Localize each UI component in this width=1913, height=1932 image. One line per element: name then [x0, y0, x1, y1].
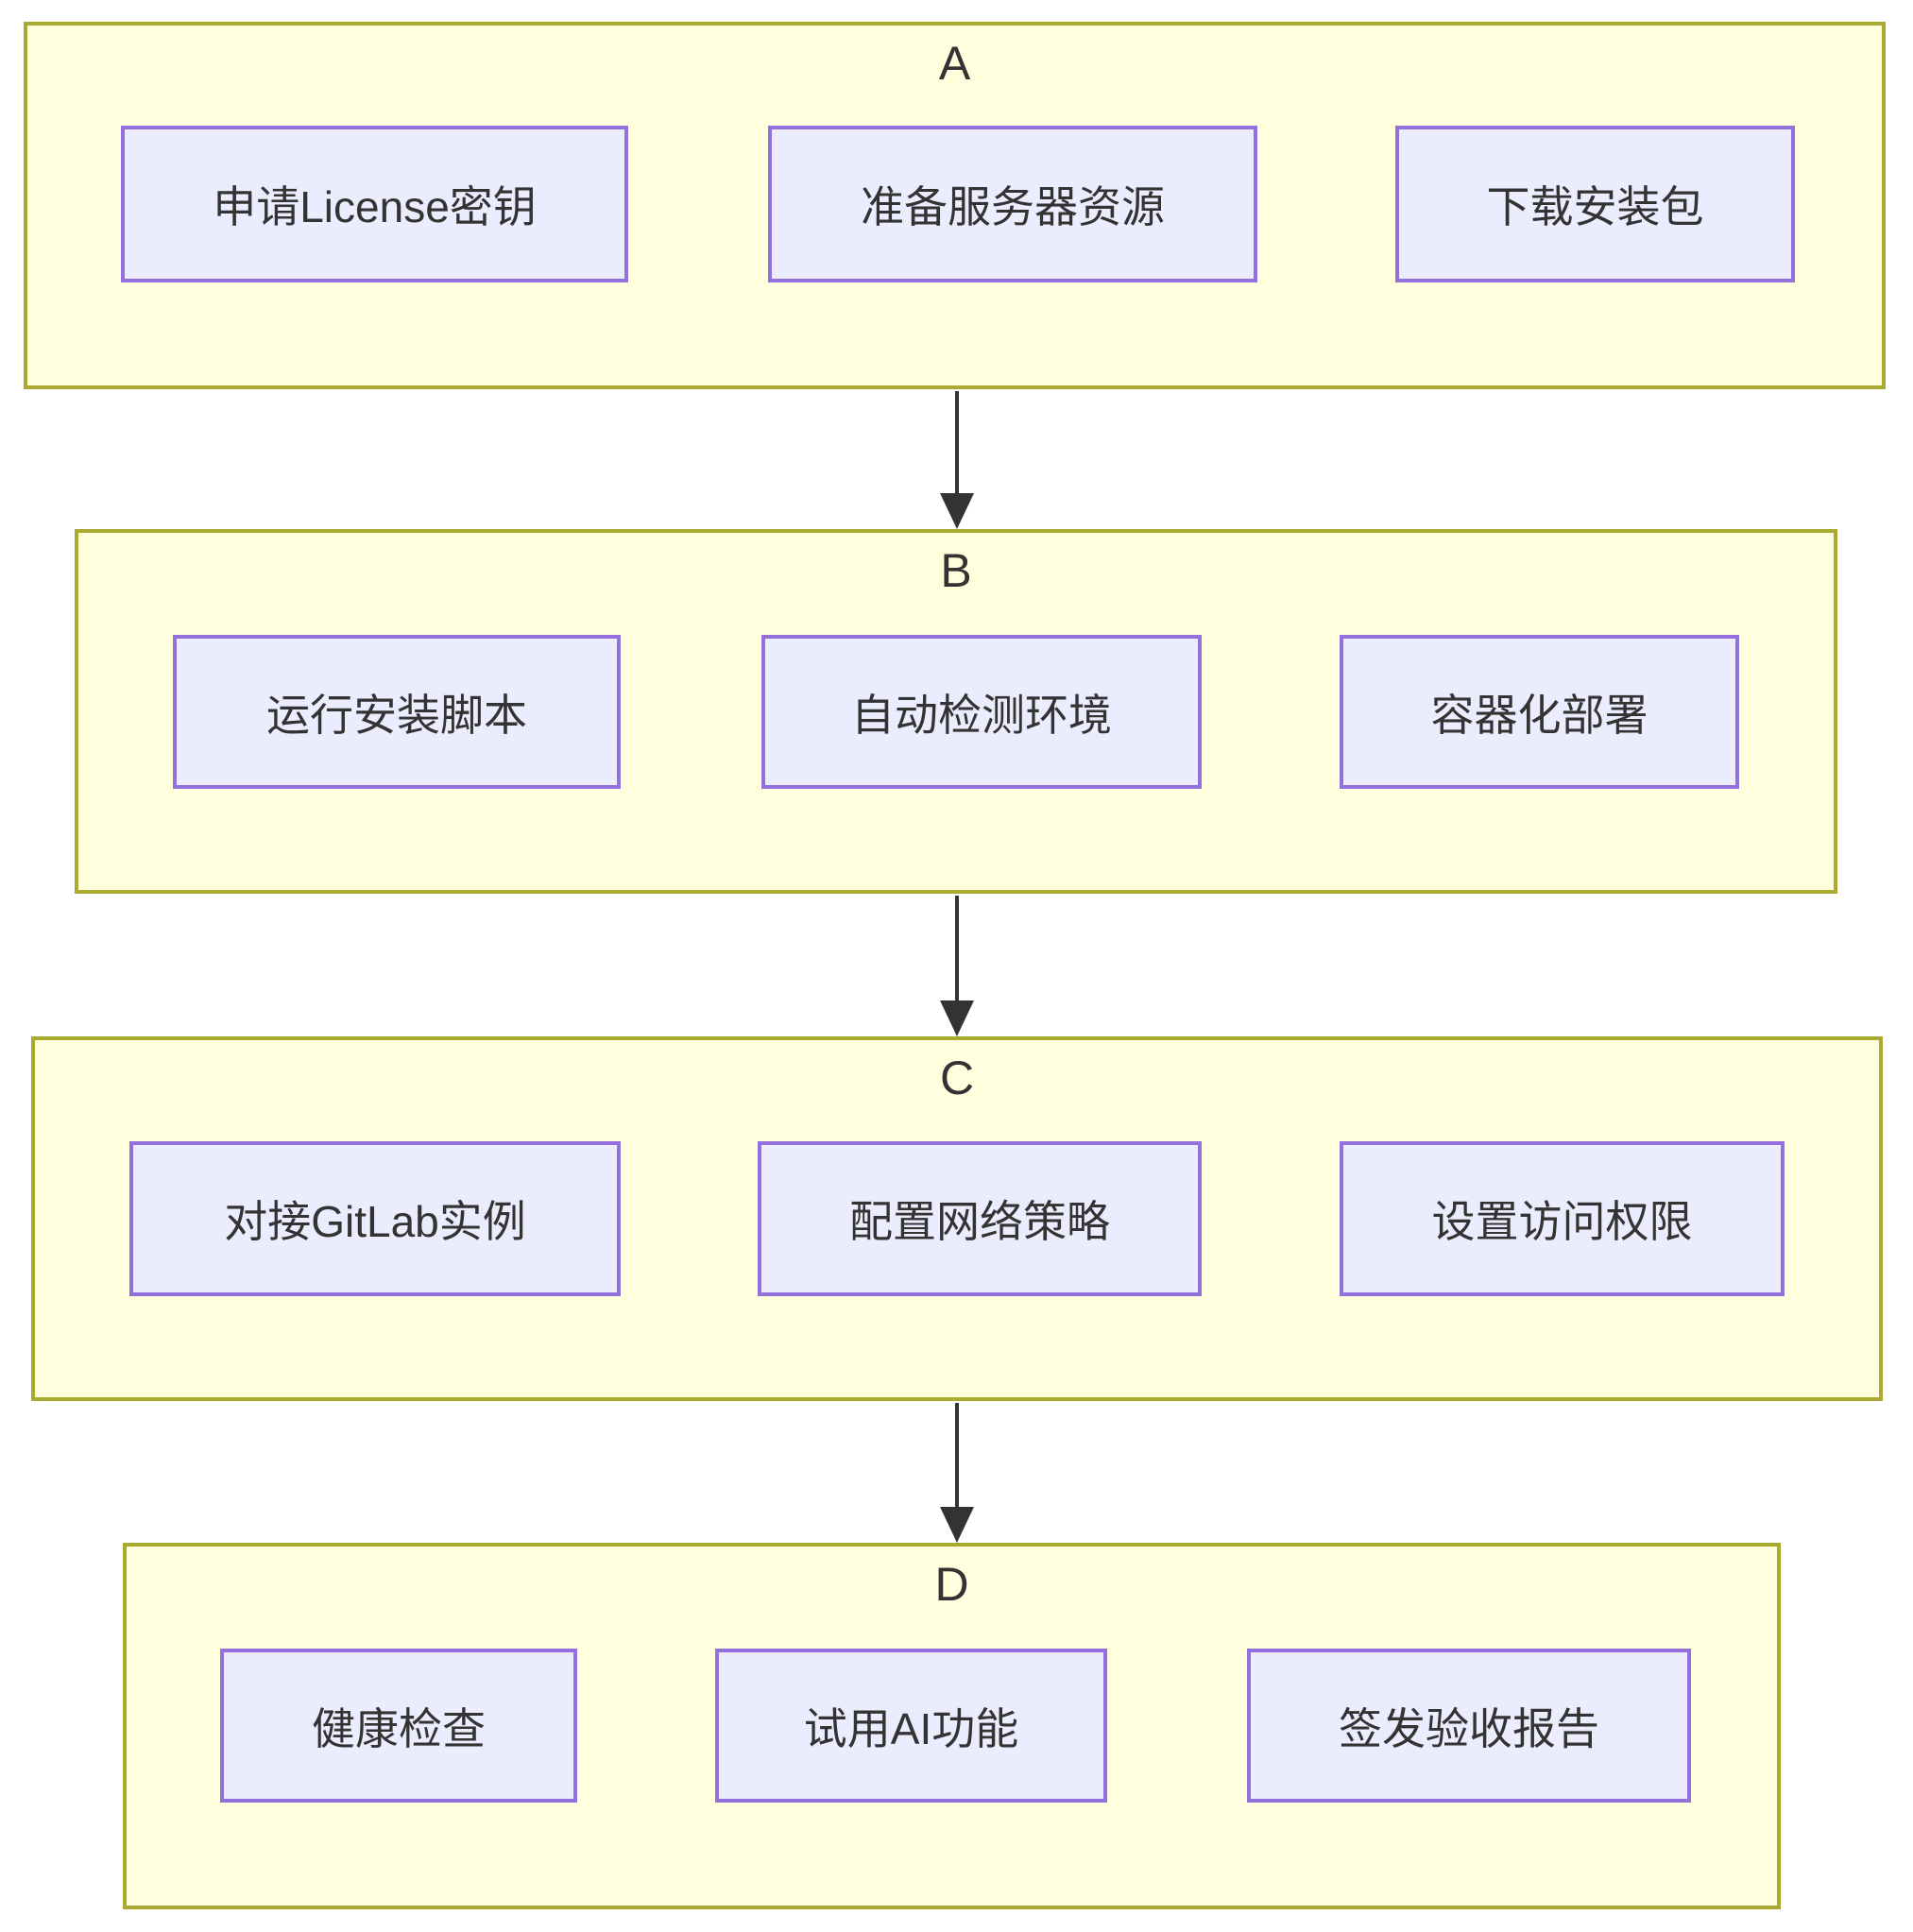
section-d-label: D — [934, 1558, 969, 1611]
node-set-access-permissions: 设置访问权限 — [1340, 1141, 1785, 1296]
node-label: 申请License密钥 — [213, 182, 537, 231]
section-c-label: C — [939, 1051, 975, 1104]
node-issue-acceptance-report: 签发验收报告 — [1247, 1649, 1691, 1803]
arrow-c-to-d — [940, 1403, 974, 1543]
node-health-check: 健康检查 — [220, 1649, 577, 1803]
section-b-label: B — [940, 544, 972, 597]
node-label: 下载安装包 — [1486, 182, 1704, 231]
node-label: 对接GitLab实例 — [224, 1197, 526, 1246]
node-label: 运行安装脚本 — [266, 690, 527, 740]
arrowhead-down-icon — [940, 1507, 974, 1543]
node-configure-network-policy: 配置网络策略 — [758, 1141, 1202, 1296]
section-a-label: A — [938, 37, 971, 90]
arrow-line — [955, 391, 959, 493]
node-label: 健康检查 — [312, 1703, 486, 1753]
node-label: 试用AI功能 — [803, 1703, 1019, 1753]
node-apply-license-key: 申请License密钥 — [121, 126, 628, 282]
arrow-b-to-c — [940, 896, 974, 1036]
node-prepare-server-resources: 准备服务器资源 — [768, 126, 1257, 282]
node-label: 准备服务器资源 — [861, 182, 1165, 231]
arrow-a-to-b — [940, 391, 974, 529]
section-a: A 申请License密钥 准备服务器资源 下载安装包 — [24, 22, 1886, 389]
node-label: 设置访问权限 — [1431, 1197, 1693, 1246]
section-d: D 健康检查 试用AI功能 签发验收报告 — [123, 1543, 1781, 1909]
node-label: 配置网络策略 — [849, 1197, 1110, 1246]
node-connect-gitlab-instance: 对接GitLab实例 — [129, 1141, 621, 1296]
section-c: C 对接GitLab实例 配置网络策略 设置访问权限 — [31, 1036, 1883, 1401]
node-label: 容器化部署 — [1430, 690, 1648, 740]
node-run-install-script: 运行安装脚本 — [173, 635, 621, 789]
node-containerized-deployment: 容器化部署 — [1340, 635, 1739, 789]
node-auto-detect-environment: 自动检测环境 — [761, 635, 1202, 789]
node-try-ai-features: 试用AI功能 — [715, 1649, 1107, 1803]
arrow-line — [955, 896, 959, 1000]
arrow-line — [955, 1403, 959, 1507]
node-label: 签发验收报告 — [1339, 1703, 1599, 1753]
node-download-install-package: 下载安装包 — [1395, 126, 1795, 282]
node-label: 自动检测环境 — [851, 690, 1112, 740]
arrowhead-down-icon — [940, 1000, 974, 1036]
section-b: B 运行安装脚本 自动检测环境 容器化部署 — [75, 529, 1837, 894]
arrowhead-down-icon — [940, 493, 974, 529]
